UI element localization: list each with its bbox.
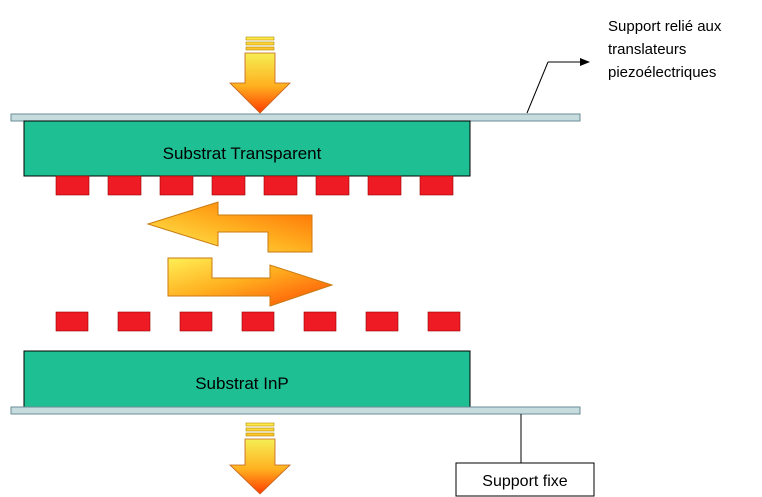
bottom-pad: [179, 311, 213, 332]
top-force-arrow: [229, 36, 291, 114]
top-substrate-label: Substrat Transparent: [163, 144, 322, 163]
bottom-support-label: Support fixe: [482, 473, 567, 490]
curved-arrow-upper: [146, 201, 313, 253]
bottom-pads: [55, 311, 461, 332]
bottom-pad: [427, 311, 461, 332]
top-support-label-line1: Support relié aux: [608, 18, 722, 35]
bottom-support-callout: Support fixe: [455, 414, 595, 497]
bottom-pad: [55, 311, 89, 332]
bottom-pad: [303, 311, 337, 332]
top-pad: [419, 175, 454, 196]
top-support-plate: [10, 113, 581, 122]
top-support-label-line3: piezoélectriques: [608, 64, 716, 81]
bottom-pad: [241, 311, 275, 332]
curved-arrow-lower: [167, 257, 334, 307]
top-pad: [107, 175, 142, 196]
top-pad: [315, 175, 350, 196]
bottom-support-plate: [10, 406, 581, 415]
top-pad: [211, 175, 246, 196]
top-pad: [55, 175, 90, 196]
top-pad: [367, 175, 402, 196]
bottom-substrate-label: Substrat InP: [195, 374, 289, 393]
rotation-arrows: [146, 201, 334, 307]
bottom-support-box: [455, 462, 595, 497]
top-substrate: [23, 120, 471, 177]
top-support-callout: Support relié aux translateurs piezoélec…: [526, 18, 726, 114]
top-pads: [55, 175, 454, 196]
bottom-force-arrow: [229, 422, 291, 495]
top-pad: [263, 175, 298, 196]
top-support-label: Support relié aux translateurs piezoélec…: [608, 18, 726, 81]
top-support-label-line2: translateurs: [608, 41, 686, 58]
top-pad: [159, 175, 194, 196]
bottom-pad: [117, 311, 151, 332]
bottom-pad: [365, 311, 399, 332]
bottom-substrate: [23, 350, 471, 408]
